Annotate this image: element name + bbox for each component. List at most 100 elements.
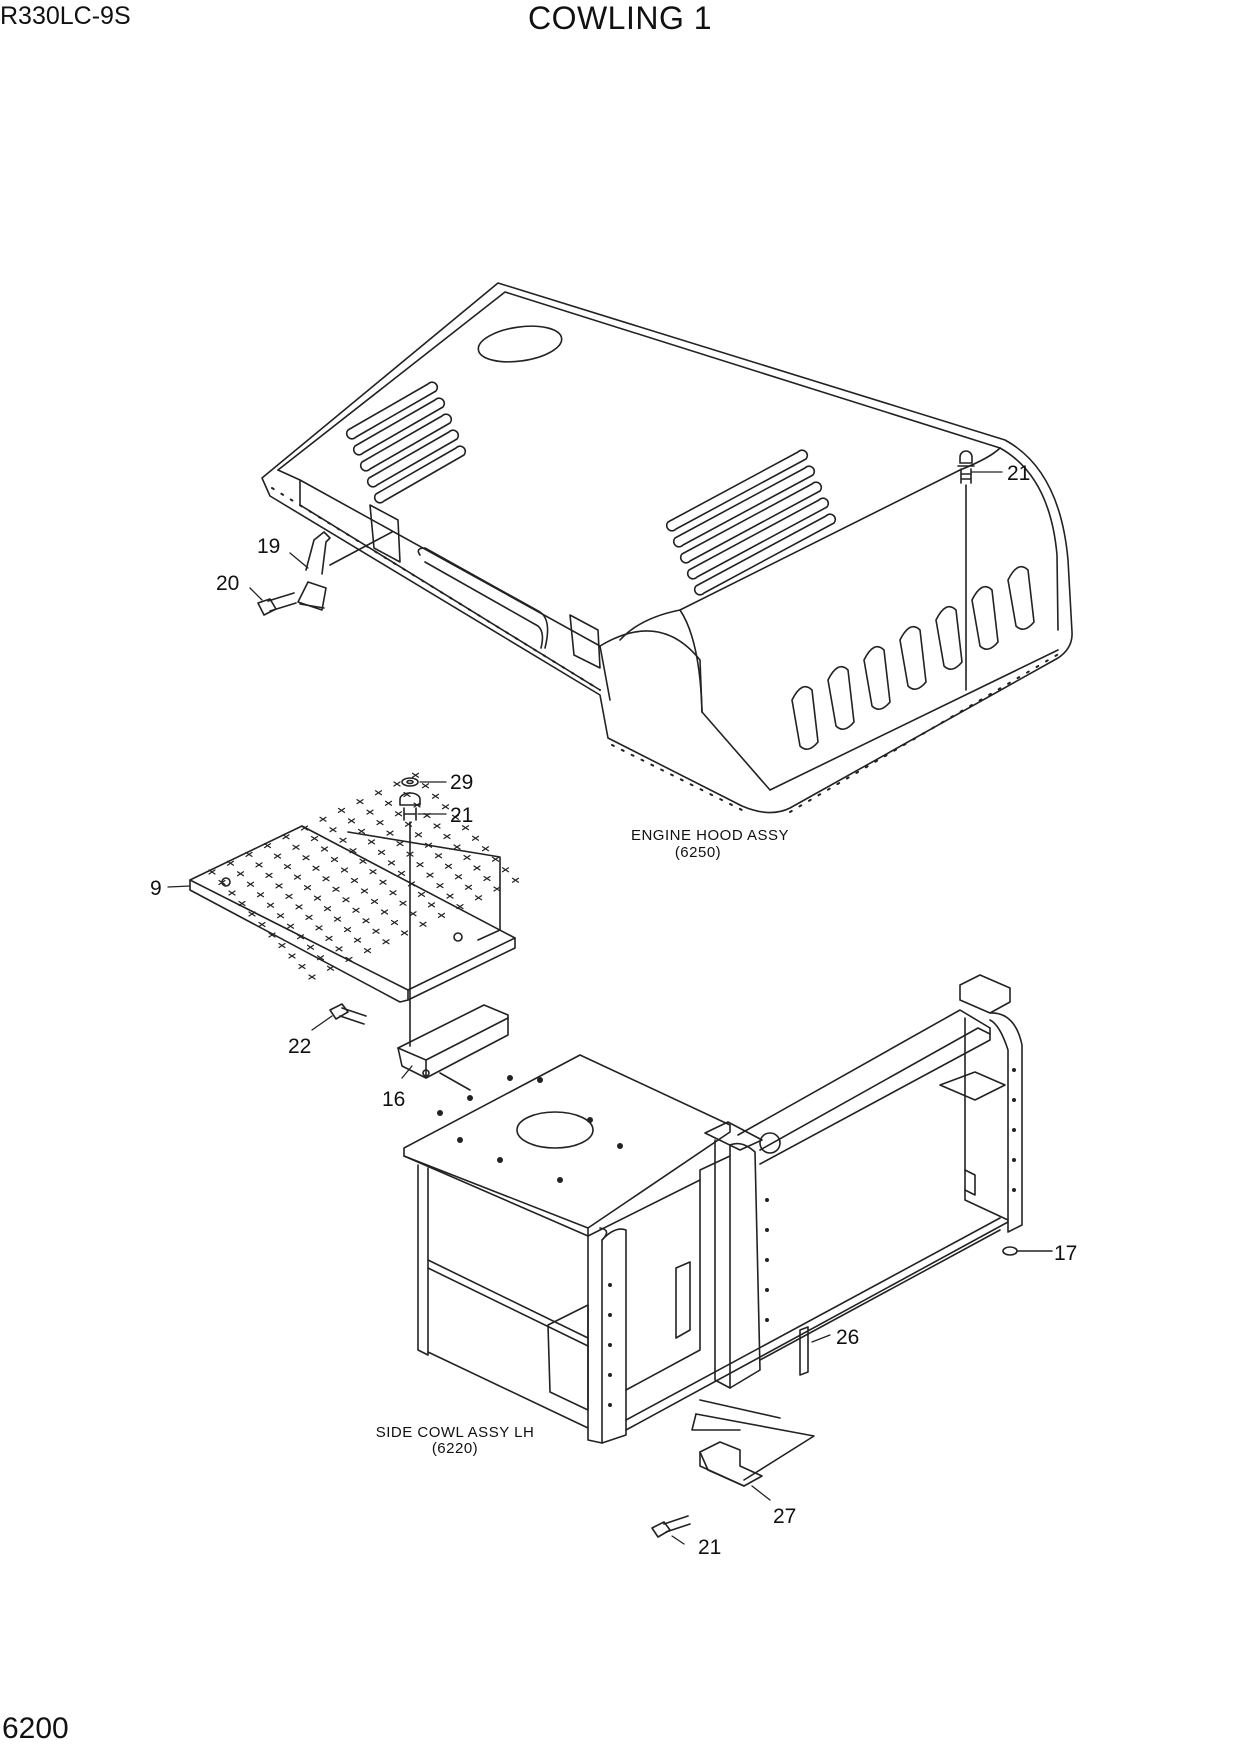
perforation-mark bbox=[315, 925, 323, 931]
page-title: COWLING 1 bbox=[527, 0, 713, 36]
perforation-mark bbox=[285, 893, 293, 899]
model-number: R330LC-9S bbox=[0, 2, 131, 30]
perforation-mark bbox=[320, 846, 329, 852]
perforation-mark bbox=[245, 851, 253, 857]
perforation-mark bbox=[276, 913, 285, 919]
perforation-mark bbox=[323, 906, 332, 912]
perforation-mark bbox=[310, 835, 319, 842]
perforation-mark bbox=[393, 781, 401, 787]
perforation-mark bbox=[511, 877, 520, 883]
perforation-mark bbox=[343, 927, 352, 933]
side-cowl-assy-label: SIDE COWL ASSY LH bbox=[376, 1424, 535, 1441]
perforation-mark bbox=[461, 825, 470, 831]
perforation-mark bbox=[337, 807, 346, 813]
perforation-mark bbox=[286, 923, 295, 929]
callout-26: 26 bbox=[836, 1326, 859, 1349]
perforation-mark bbox=[443, 833, 451, 840]
perforation-mark bbox=[316, 955, 325, 961]
perforation-mark bbox=[434, 853, 443, 859]
perforation-mark bbox=[313, 895, 322, 901]
perforation-mark bbox=[326, 965, 335, 971]
perforation-mark bbox=[501, 867, 510, 873]
engine-hood-assy-ref: (6250) bbox=[675, 844, 721, 861]
perforation-mark bbox=[353, 937, 362, 943]
perforation-mark bbox=[347, 818, 356, 824]
perforation-mark bbox=[396, 841, 404, 847]
perforation-mark bbox=[238, 900, 246, 907]
perforation-mark bbox=[295, 904, 303, 910]
perforation-mark bbox=[345, 956, 353, 962]
perforation-mark bbox=[275, 883, 283, 889]
perforation-mark bbox=[444, 863, 453, 869]
perforation-mark bbox=[300, 825, 309, 831]
perforation-mark bbox=[386, 830, 394, 836]
perforation-mark bbox=[456, 904, 464, 910]
perforation-mark bbox=[451, 814, 460, 820]
perforation-mark bbox=[399, 900, 407, 906]
perforation-mark bbox=[339, 837, 347, 843]
perforation-mark bbox=[226, 860, 235, 866]
perforation-mark bbox=[400, 930, 409, 936]
perforation-mark bbox=[409, 911, 417, 917]
callout-17: 17 bbox=[1054, 1242, 1077, 1265]
perforation-mark bbox=[377, 849, 386, 855]
perforation-mark bbox=[332, 886, 340, 892]
perforation-mark bbox=[389, 890, 397, 896]
perforation-mark bbox=[265, 872, 273, 878]
perforation-mark bbox=[340, 867, 349, 873]
callout-19: 19 bbox=[257, 535, 280, 558]
perforation-mark bbox=[481, 846, 490, 852]
perforation-mark bbox=[246, 881, 255, 887]
perforation-mark bbox=[453, 844, 461, 850]
perforation-mark bbox=[387, 860, 396, 866]
perforation-mark bbox=[380, 909, 389, 915]
perforation-mark bbox=[322, 876, 330, 882]
perforation-mark bbox=[268, 932, 276, 938]
perforation-mark bbox=[436, 883, 444, 889]
perforation-mark bbox=[258, 921, 266, 928]
engine-hood-drawing bbox=[257, 282, 1073, 814]
perforation-mark bbox=[369, 869, 377, 875]
perforation-mark bbox=[325, 935, 333, 941]
perforation-mark bbox=[483, 875, 491, 882]
perforation-mark bbox=[305, 914, 313, 920]
perforation-mark bbox=[350, 877, 359, 884]
perforated-plate-drawing bbox=[189, 772, 520, 1091]
perforation-mark bbox=[473, 865, 481, 871]
perforation-mark bbox=[282, 834, 290, 840]
perforation-mark bbox=[390, 919, 399, 926]
perforation-mark bbox=[308, 974, 316, 980]
perforation-mark bbox=[441, 804, 450, 810]
perforation-mark bbox=[454, 874, 463, 880]
perforation-mark bbox=[417, 891, 426, 897]
callout-29: 29 bbox=[450, 771, 473, 794]
perforation-mark bbox=[357, 828, 366, 834]
perforation-mark bbox=[278, 942, 286, 949]
perforation-mark bbox=[349, 848, 357, 854]
perforation-mark bbox=[293, 874, 302, 880]
perforation-mark bbox=[228, 890, 236, 896]
perforation-mark bbox=[360, 888, 369, 894]
perforation-mark bbox=[236, 871, 245, 877]
perforation-mark bbox=[298, 963, 306, 970]
perforation-mark bbox=[266, 902, 275, 908]
perforation-mark bbox=[342, 897, 350, 903]
perforation-mark bbox=[426, 872, 434, 878]
perforation-mark bbox=[411, 772, 420, 778]
perforation-mark bbox=[424, 842, 433, 848]
perforation-mark bbox=[296, 934, 305, 940]
side-cowl-assy-ref: (6220) bbox=[432, 1440, 478, 1457]
perforation-mark bbox=[491, 856, 500, 862]
perforation-mark bbox=[292, 844, 300, 850]
perforation-mark bbox=[302, 855, 310, 861]
perforation-mark bbox=[374, 790, 383, 796]
callout-21-bottom: 21 bbox=[698, 1536, 721, 1559]
perforation-mark bbox=[288, 953, 296, 959]
perforation-mark bbox=[471, 835, 480, 841]
perforation-mark bbox=[356, 799, 364, 805]
perforation-mark bbox=[474, 895, 483, 901]
perforation-mark bbox=[208, 869, 216, 875]
callout-21-top: 21 bbox=[1007, 462, 1030, 485]
perforation-mark bbox=[352, 907, 360, 913]
perforation-mark bbox=[319, 816, 327, 822]
